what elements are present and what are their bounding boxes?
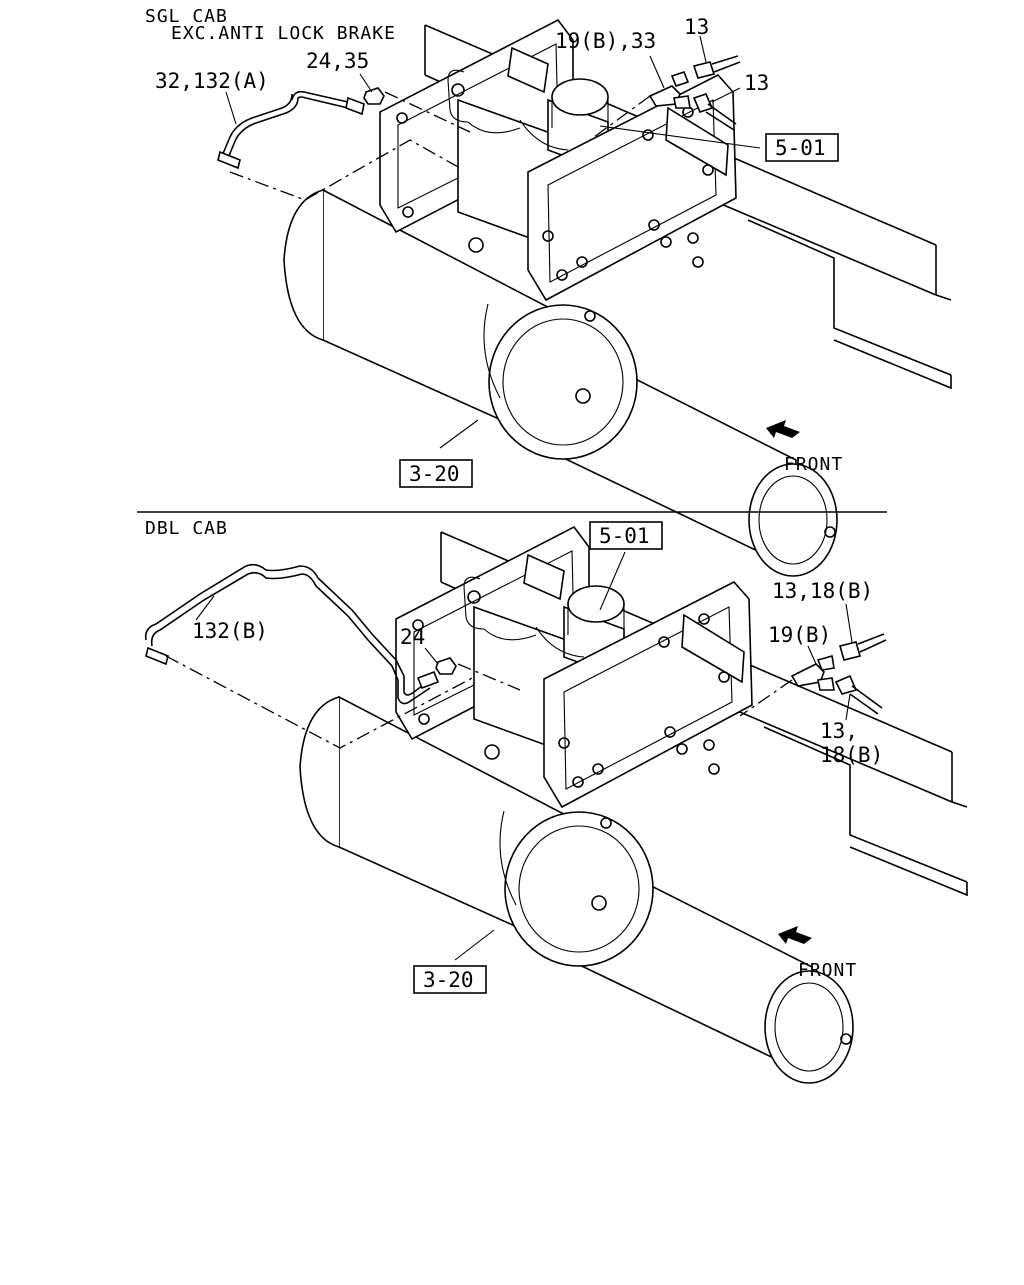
- centerlines: [229, 91, 651, 201]
- section-subtitle: EXC.ANTI LOCK BRAKE: [171, 23, 396, 44]
- ref-box-tank: 3-20: [399, 459, 473, 488]
- air-hose-upper: [692, 55, 741, 79]
- air-hose-lower: [692, 93, 737, 131]
- callout-hose-lower: 13: [744, 71, 769, 95]
- brake-assembly-drawing: [283, 19, 952, 577]
- front-arrow-icon: [766, 420, 800, 438]
- ref-box-frame: 5-01: [589, 521, 663, 550]
- ref-box-tank-label: 3-20: [423, 968, 474, 992]
- ref-box-frame: 5-01: [765, 133, 839, 162]
- ref-box-frame-label: 5-01: [599, 524, 650, 548]
- callout-hose-lower-line1: 13,: [820, 719, 858, 743]
- flare-nut: [363, 87, 385, 105]
- flare-nut: [435, 657, 457, 675]
- ref-box-frame-label: 5-01: [775, 136, 826, 160]
- air-hose-lower: [834, 674, 883, 715]
- brake-pipe: [144, 563, 440, 705]
- brake-assembly-drawing: [299, 526, 968, 1084]
- callout-connector: 19(B),33: [555, 29, 656, 53]
- leader-lines: [195, 551, 853, 961]
- leader-lines: [225, 35, 761, 449]
- callout-connector: 19(B): [768, 623, 831, 647]
- callout-hose-upper: 13,18(B): [772, 579, 873, 603]
- callout-nut: 24,35: [306, 49, 369, 73]
- brake-pipe: [217, 90, 365, 170]
- front-arrow-icon: [778, 926, 812, 944]
- section-title: DBL CAB: [145, 518, 228, 539]
- section-title: SGL CAB: [145, 6, 228, 27]
- callout-hose-upper: 13: [684, 15, 709, 39]
- ref-box-tank: 3-20: [413, 965, 487, 994]
- section-double-cab: DBL CAB: [144, 518, 968, 1084]
- tee-connector: [648, 71, 691, 109]
- air-hose-upper: [839, 633, 887, 661]
- direction-label: FRONT: [784, 454, 843, 475]
- callout-pipe: 132(B): [192, 619, 268, 643]
- callout-pipe: 32,132(A): [155, 69, 269, 93]
- ref-box-tank-label: 3-20: [409, 462, 460, 486]
- tee-connector: [790, 654, 835, 691]
- callout-nut: 24: [400, 625, 425, 649]
- direction-label: FRONT: [798, 960, 857, 981]
- centerlines: [165, 655, 793, 749]
- section-single-cab: SGL CAB EXC.ANTI LOCK BRAKE: [145, 6, 952, 577]
- callout-hose-lower-line2: 18(B): [820, 743, 883, 767]
